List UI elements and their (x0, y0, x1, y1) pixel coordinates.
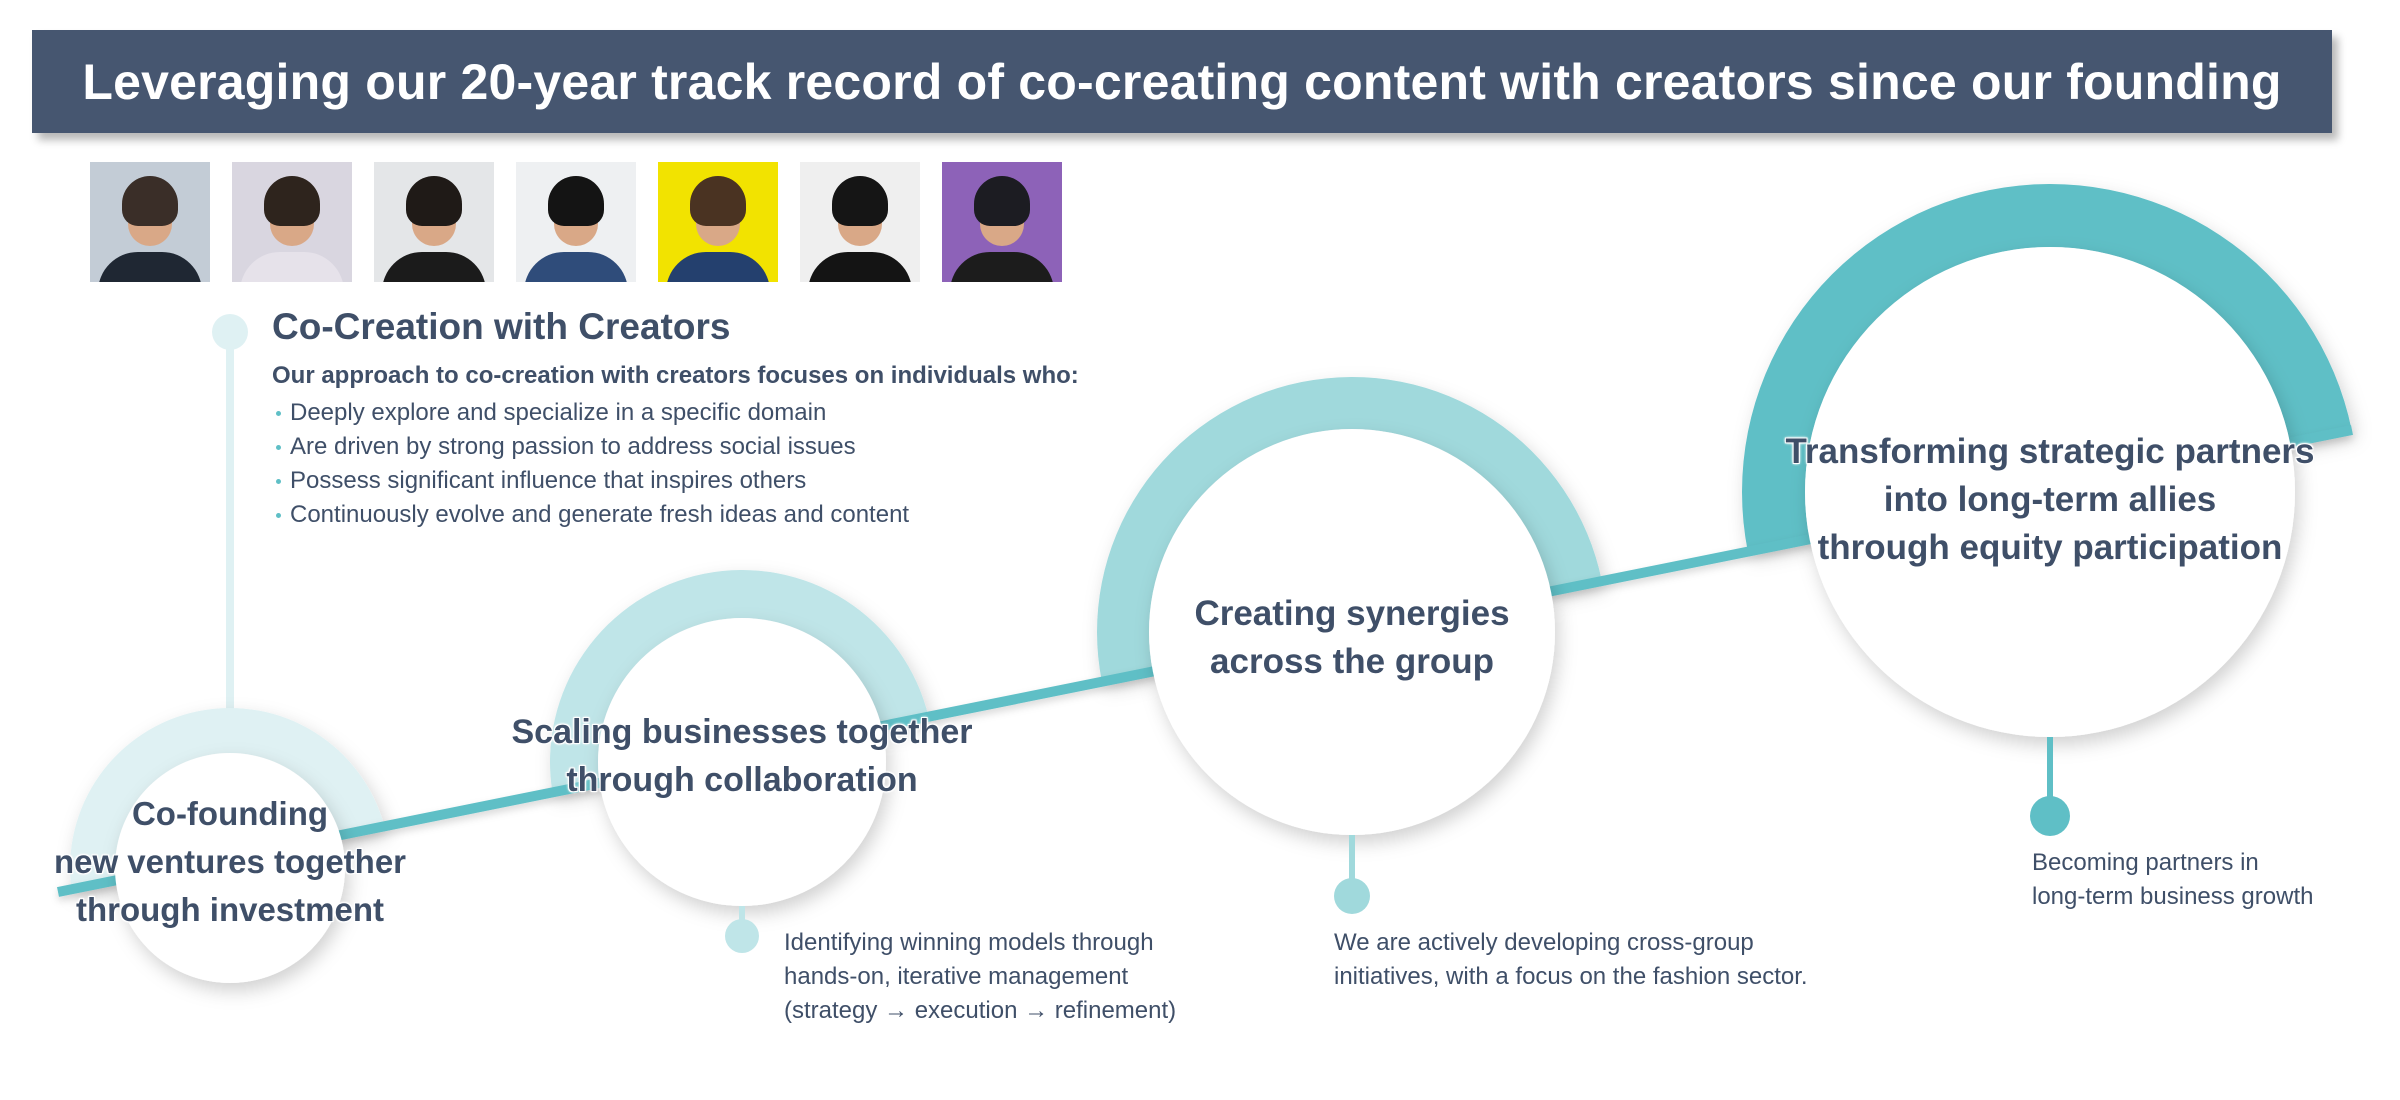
stage-4-pin-dot (2030, 796, 2070, 836)
creator-photo-strip (90, 162, 1062, 282)
page-title: Leveraging our 20-year track record of c… (82, 53, 2282, 110)
stage-4-ring (1742, 184, 2352, 552)
stage-2-note: Identifying winning models through hands… (784, 929, 1177, 1024)
bullet-icon (276, 478, 281, 484)
bullet-icon (276, 410, 281, 416)
title-bar: Leveraging our 20-year track record of c… (32, 30, 2332, 133)
creator-photo (374, 162, 494, 282)
stage-1-ring (70, 708, 385, 890)
stage-4-note: Becoming partners in long-term business … (2032, 849, 2314, 910)
creator-photo (516, 162, 636, 282)
stage-3-circle (1149, 429, 1555, 835)
stage-2-circle (598, 618, 886, 906)
co-creation-intro: Our approach to co-creation with creator… (272, 362, 1079, 389)
stage-2-ring (550, 570, 929, 793)
co-creation-criteria-list: Deeply explore and specialize in a speci… (272, 396, 909, 532)
bullet-icon (276, 512, 281, 518)
creator-photo (90, 162, 210, 282)
stage-3-pin-dot (1334, 878, 1370, 914)
stage-4-label: Transforming strategic partners into lon… (1785, 432, 2315, 567)
creator-photo (658, 162, 778, 282)
co-creation-title: Co-Creation with Creators (272, 306, 731, 347)
creator-photo (232, 162, 352, 282)
stage-1-label: Co-founding new ventures together throug… (53, 795, 407, 928)
criteria-item: Continuously evolve and generate fresh i… (272, 498, 909, 532)
bullet-icon (276, 444, 281, 450)
criteria-item: Are driven by strong passion to address … (272, 430, 909, 464)
stage-3-label: Creating synergies across the group (1194, 594, 1510, 681)
stage-1-connector-dot (212, 314, 248, 350)
criteria-item: Deeply explore and specialize in a speci… (272, 396, 909, 430)
creator-photo (942, 162, 1062, 282)
stage-2-label: Scaling businesses together through coll… (511, 713, 973, 799)
stage-2-pin-dot (725, 919, 759, 953)
stage-4-circle (1805, 247, 2295, 737)
stage-3-note: We are actively developing cross-group i… (1334, 929, 1808, 990)
creator-photo (800, 162, 920, 282)
stage-1-circle (115, 753, 345, 983)
criteria-item: Possess significant influence that inspi… (272, 464, 909, 498)
stage-3-ring (1097, 377, 1602, 682)
